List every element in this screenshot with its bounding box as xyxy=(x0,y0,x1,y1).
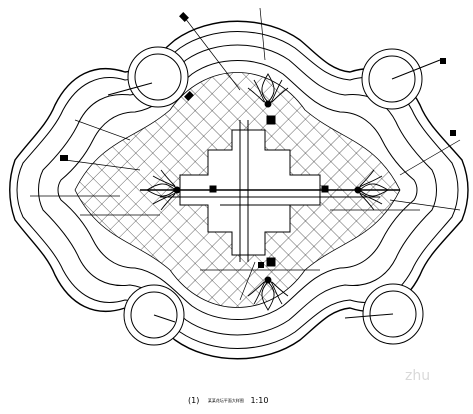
caption-number: (1) xyxy=(188,396,200,405)
corner-tree-pits xyxy=(107,46,441,346)
watermark: zhu xyxy=(405,368,431,384)
section-markers xyxy=(60,12,456,268)
fleur-left xyxy=(146,169,181,211)
fleur-top xyxy=(247,73,289,108)
caption-title: 某某花坛平面大样图 xyxy=(207,398,244,403)
tree-pit-top-left xyxy=(107,46,189,108)
fleur-ornaments xyxy=(146,73,389,311)
tree-pit-bottom-left xyxy=(123,284,185,346)
leader-lines xyxy=(30,7,461,301)
fleur-right xyxy=(354,169,389,211)
tree-pit-bottom-right xyxy=(344,283,424,345)
fleur-bottom xyxy=(247,276,289,311)
drawing-caption: (1) 某某花坛平面大样图 1:10 xyxy=(188,396,268,405)
caption-scale: 1:10 xyxy=(250,396,269,405)
tree-pit-top-right xyxy=(361,48,441,110)
